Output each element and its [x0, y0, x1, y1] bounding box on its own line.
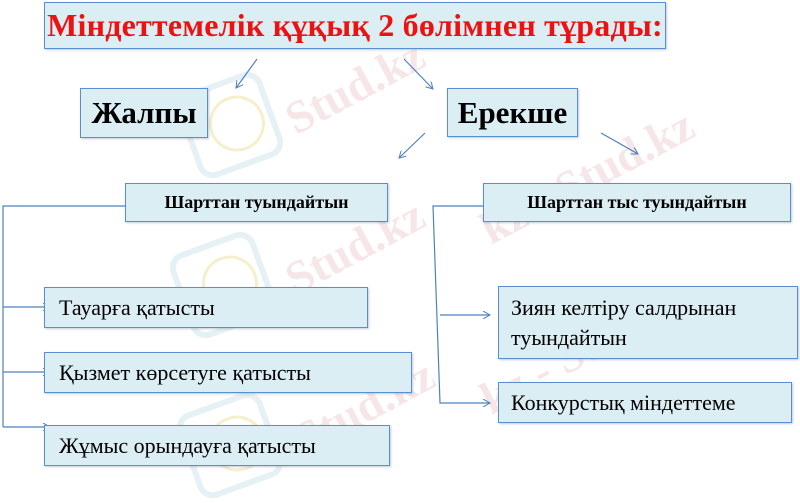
general-part-box: Жалпы	[80, 88, 208, 138]
services-obligation-box: Қызмет көрсетуге қатысты	[44, 352, 412, 393]
special-part-box: Ерекше	[447, 88, 578, 137]
diagram-title: Міндеттемелік құқық 2 бөлімнен тұрады:	[44, 2, 666, 49]
arrow-to-non-contractual	[600, 132, 638, 154]
competition-obligation-box: Конкурстық міндеттеме	[498, 382, 792, 423]
contractual-box: Шарттан туындайтын	[125, 183, 388, 222]
arrow-to-general	[236, 58, 258, 88]
arrow-to-special	[403, 58, 433, 89]
work-obligation-box: Жұмыс орындауға қатысты	[44, 425, 390, 466]
arrow-to-contractual	[399, 132, 426, 158]
goods-obligation-box: Тауарға қатысты	[44, 287, 368, 328]
non-contractual-box: Шарттан тыс туындайтын	[483, 183, 791, 222]
harm-obligation-box: Зиян келтіру салдрынан туындайтын	[498, 286, 798, 359]
